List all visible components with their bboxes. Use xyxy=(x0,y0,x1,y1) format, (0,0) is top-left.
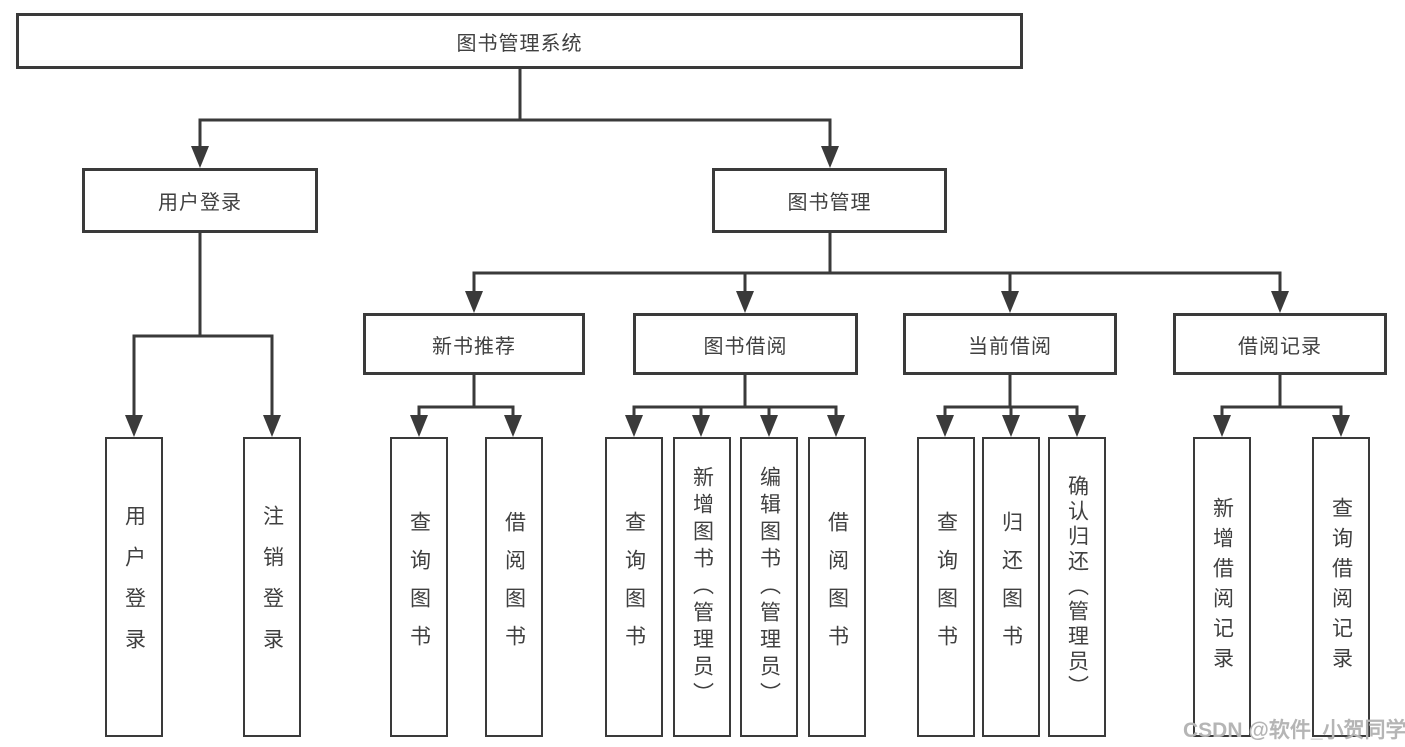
connectors-book-mgmt-to-level3 xyxy=(465,233,1289,313)
connectors-new-book-rec-to-leaves xyxy=(410,375,522,437)
connectors-root-to-level2 xyxy=(191,69,839,168)
leaf-add-borrow-record: 新增借阅记录 xyxy=(1193,437,1251,737)
leaf-return-books-label: 归还图书 xyxy=(999,511,1023,663)
leaf-query-books-recommend-label: 查询图书 xyxy=(407,511,431,663)
leaf-add-borrow-record-label: 新增借阅记录 xyxy=(1210,497,1234,677)
leaf-query-books-borrowing-label: 查询图书 xyxy=(622,511,646,663)
node-user-login-label: 用户登录 xyxy=(158,192,242,214)
leaf-return-books: 归还图书 xyxy=(982,437,1040,737)
node-user-login: 用户登录 xyxy=(82,168,318,233)
node-borrowing-records-label: 借阅记录 xyxy=(1238,335,1322,358)
leaf-query-books-borrowing: 查询图书 xyxy=(605,437,663,737)
node-current-borrowing: 当前借阅 xyxy=(903,313,1117,375)
node-root: 图书管理系统 xyxy=(16,13,1023,69)
leaf-user-login: 用户登录 xyxy=(105,437,163,737)
node-current-borrowing-label: 当前借阅 xyxy=(968,335,1052,358)
leaf-borrow-books-recommend-label: 借阅图书 xyxy=(502,511,526,663)
connectors-book-borrow-to-leaves xyxy=(625,375,845,437)
leaf-borrow-books-borrowing-label: 借阅图书 xyxy=(825,511,849,663)
leaf-add-books-admin: 新增图书（管理员） xyxy=(673,437,731,737)
csdn-watermark: CSDN @软件_小贺同学 xyxy=(1183,719,1405,742)
leaf-query-books-recommend: 查询图书 xyxy=(390,437,448,737)
node-new-book-recommend: 新书推荐 xyxy=(363,313,585,375)
node-new-book-recommend-label: 新书推荐 xyxy=(432,335,516,358)
leaf-edit-books-admin: 编辑图书（管理员） xyxy=(740,437,798,737)
leaf-edit-books-admin-label: 编辑图书（管理员） xyxy=(757,465,781,709)
node-book-borrowing-label: 图书借阅 xyxy=(703,335,788,358)
node-borrowing-records: 借阅记录 xyxy=(1173,313,1387,375)
connectors-current-borrow-to-leaves xyxy=(936,375,1086,437)
leaf-borrow-books-borrowing: 借阅图书 xyxy=(808,437,866,737)
node-book-management-label: 图书管理 xyxy=(787,192,872,214)
leaf-borrow-books-recommend: 借阅图书 xyxy=(485,437,543,737)
leaf-logout: 注销登录 xyxy=(243,437,301,737)
leaf-query-books-current-label: 查询图书 xyxy=(934,511,958,663)
node-root-label: 图书管理系统 xyxy=(456,32,583,55)
connectors-borrow-records-to-leaves xyxy=(1213,375,1350,437)
leaf-logout-label: 注销登录 xyxy=(260,505,284,669)
leaf-query-borrow-record-label: 查询借阅记录 xyxy=(1329,497,1353,677)
leaf-add-books-admin-label: 新增图书（管理员） xyxy=(690,465,714,709)
leaf-confirm-return-admin: 确认归还（管理员） xyxy=(1048,437,1106,737)
node-book-borrowing: 图书借阅 xyxy=(633,313,858,375)
leaf-query-books-current: 查询图书 xyxy=(917,437,975,737)
leaf-query-borrow-record: 查询借阅记录 xyxy=(1312,437,1370,737)
leaf-user-login-label: 用户登录 xyxy=(122,505,146,669)
leaf-confirm-return-admin-label: 确认归还（管理员） xyxy=(1065,474,1089,700)
connectors-user-login-to-leaves xyxy=(125,233,281,437)
node-book-management: 图书管理 xyxy=(712,168,947,233)
